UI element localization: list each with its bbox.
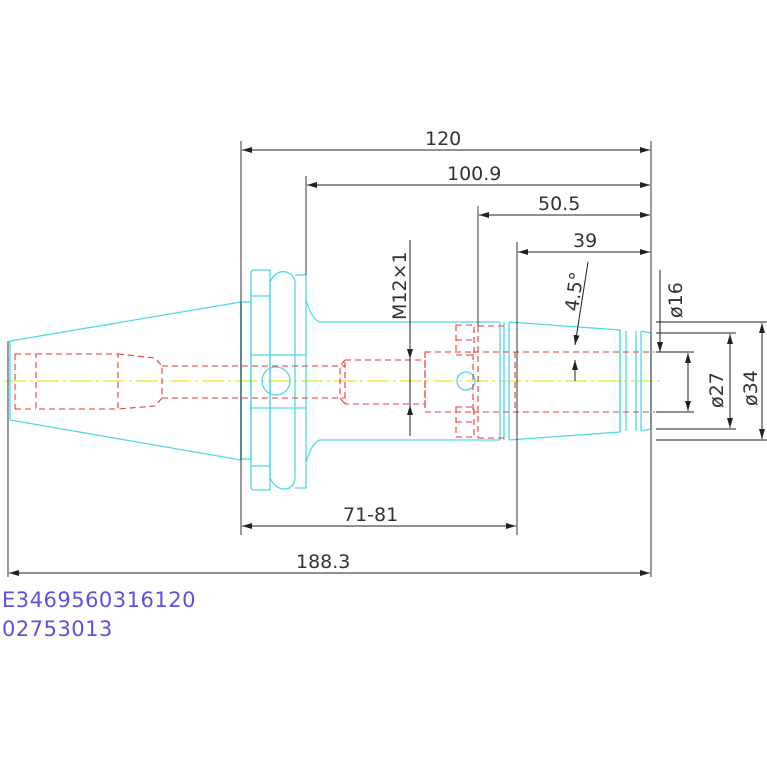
hidden-lines [14, 324, 655, 439]
dim-thread: M12×1 [389, 251, 411, 320]
dim-50-5: 50.5 [538, 193, 580, 215]
dim-dia-16: ø16 [665, 282, 687, 318]
part-number-2: 02753013 [2, 617, 113, 641]
tool-holder-outline [9, 269, 652, 491]
dim-100-9: 100.9 [447, 163, 501, 185]
dim-dia-27: ø27 [706, 372, 728, 408]
dimension-lines [9, 147, 765, 576]
dim-39: 39 [573, 230, 597, 252]
dim-71-81: 71-81 [343, 504, 398, 526]
dim-line-angle [573, 261, 589, 346]
dim-188-3: 188.3 [296, 551, 350, 573]
dim-120: 120 [425, 128, 461, 150]
dim-dia-34: ø34 [740, 370, 762, 406]
extension-lines [7, 141, 767, 577]
part-number-1: E3469560316120 [2, 588, 196, 612]
dim-taper-angle: 4.5° [561, 270, 588, 312]
